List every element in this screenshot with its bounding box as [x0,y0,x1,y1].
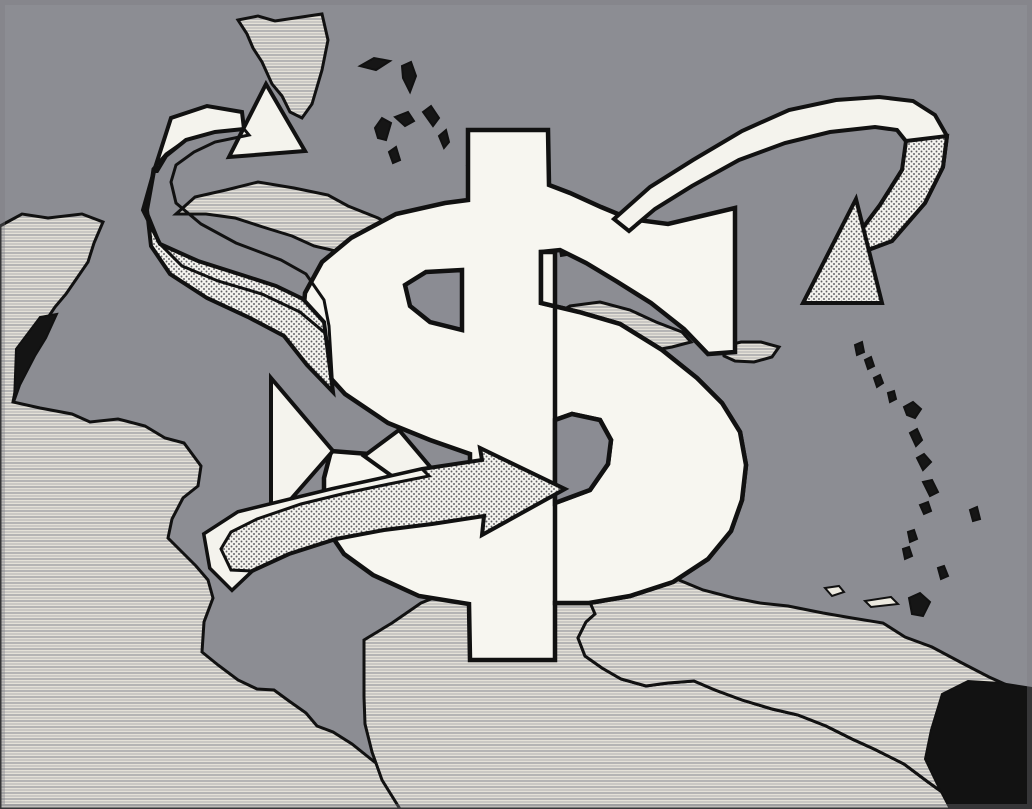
florida-landmass [235,12,330,120]
arrow-icon-center [201,372,570,593]
arrow-icon-left [140,79,336,398]
eastern-caribbean-islands [853,340,982,618]
yucatan-dark-accent [13,312,59,403]
guyana-dark-region [923,679,1032,809]
central-america-landmass [0,212,425,809]
arrow-icon-right [610,94,950,305]
